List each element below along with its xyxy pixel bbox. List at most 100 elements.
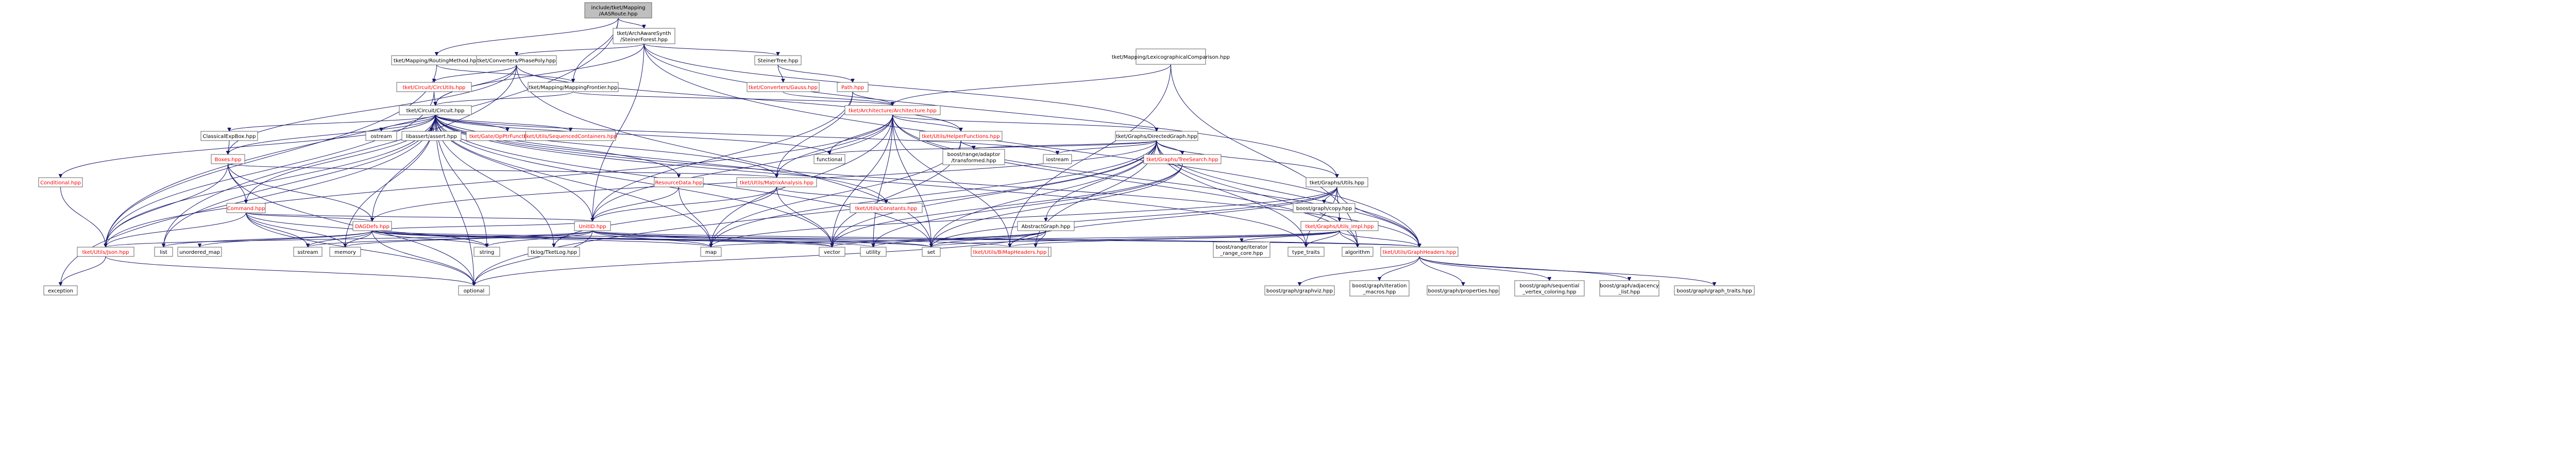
node-label: tket/Utils/BiMapHeaders.hpp bbox=[973, 250, 1047, 255]
node-boxes[interactable]: Boxes.hpp bbox=[211, 154, 245, 164]
edge-graphsutils-to-set bbox=[931, 186, 1337, 247]
node-properties[interactable]: boost/graph/properties.hpp bbox=[1427, 285, 1500, 296]
edge-utilsimpl-to-bitmapheaders bbox=[1010, 230, 1340, 248]
edge-dagdefs-to-graphheaders bbox=[372, 230, 1420, 248]
node-aasteiner[interactable]: tket/ArchAwareSynth/SteinerForest.hpp bbox=[613, 28, 675, 44]
edge-unitid-to-bitmapheaders bbox=[592, 230, 1010, 248]
node-gauss[interactable]: tket/Converters/Gauss.hpp bbox=[747, 82, 820, 92]
edge-mappingfrontier-to-circuit bbox=[435, 91, 573, 106]
edge-unitid-to-set bbox=[592, 230, 931, 248]
node-command[interactable]: Command.hpp bbox=[226, 203, 266, 213]
node-mappingfrontier[interactable]: tket/Mapping/MappingFrontier.hpp bbox=[528, 82, 619, 92]
node-graphheaders[interactable]: tket/Utils/GraphHeaders.hpp bbox=[1380, 247, 1459, 257]
node-set[interactable]: set bbox=[922, 247, 941, 257]
edge-directedgraph-to-iostream bbox=[1058, 140, 1157, 155]
edge-unitid-to-utilsjson bbox=[106, 230, 593, 248]
node-root[interactable]: include/tket/Mapping/AASRoute.hpp bbox=[584, 2, 652, 19]
node-label: set bbox=[927, 250, 935, 255]
edge-graphsutils-to-bitmapheaders bbox=[1010, 186, 1337, 247]
node-label: boost/graph/graph_traits.hpp bbox=[1676, 288, 1752, 294]
node-unorderedmap[interactable]: unordered_map bbox=[177, 247, 222, 257]
node-seqvertex[interactable]: boost/graph/sequential_vertex_coloring.h… bbox=[1514, 280, 1585, 297]
edge-classicalexpbox-to-boxes bbox=[228, 140, 230, 154]
edge-directedgraph-to-vector bbox=[832, 140, 1157, 247]
edge-utilsjson-to-exception bbox=[61, 256, 106, 286]
node-box bbox=[584, 2, 652, 19]
node-exception[interactable]: exception bbox=[43, 285, 78, 296]
edge-architecture-to-bitmapheaders bbox=[892, 114, 1010, 247]
node-typetraits[interactable]: type_traits bbox=[1287, 247, 1325, 257]
node-phasepoly[interactable]: tket/Converters/PhasePoly.hpp bbox=[476, 55, 557, 65]
edge-unitid-to-sstream bbox=[308, 230, 593, 248]
node-circutils[interactable]: tket/Circuit/CircUtils.hpp bbox=[396, 82, 472, 92]
edge-architecture-to-utility bbox=[873, 114, 893, 247]
node-box bbox=[528, 82, 619, 92]
edge-boxes-to-matrixanalysis bbox=[228, 163, 777, 178]
node-ostream[interactable]: ostream bbox=[365, 131, 397, 141]
node-resourcedata[interactable]: ResourceData.hpp bbox=[654, 177, 704, 187]
edge-dagdefs-to-list bbox=[164, 230, 372, 248]
node-rangeiter[interactable]: boost/range/iterator_range_core.hpp bbox=[1213, 241, 1270, 258]
node-circuit[interactable]: tket/Circuit/Circuit.hpp bbox=[399, 105, 472, 115]
node-string[interactable]: string bbox=[473, 247, 500, 257]
node-label: boost/graph/copy.hpp bbox=[1296, 206, 1352, 212]
node-label: tket/Graphs/Utils.hpp bbox=[1310, 180, 1364, 186]
node-classicalexpbox[interactable]: ClassicalExpBox.hpp bbox=[200, 131, 258, 141]
node-utilsconstants[interactable]: tket/Utils/Constants.hpp bbox=[850, 203, 923, 213]
node-dagdefs[interactable]: DAGDefs.hpp bbox=[352, 221, 392, 231]
node-functional[interactable]: functional bbox=[814, 154, 845, 164]
node-utility[interactable]: utility bbox=[860, 247, 887, 257]
node-directedgraph[interactable]: tket/Graphs/DirectedGraph.hpp bbox=[1115, 131, 1198, 141]
node-box bbox=[1043, 154, 1072, 164]
node-label: tket/Gate/OpPtrFunctions.hpp bbox=[469, 134, 546, 140]
node-label: map bbox=[705, 250, 717, 255]
node-label: tket/Mapping/RoutingMethod.hpp bbox=[394, 58, 480, 64]
node-abstractgraph[interactable]: AbstractGraph.hpp bbox=[1017, 221, 1075, 231]
edge-command-to-utilsjson bbox=[106, 212, 246, 248]
edge-abstractgraph-to-utility bbox=[873, 230, 1046, 248]
node-bitmapheaders[interactable]: tket/Utils/BiMapHeaders.hpp bbox=[971, 247, 1049, 257]
edge-unitid-to-vector bbox=[592, 230, 832, 248]
node-architecture[interactable]: tket/Architecture/Architecture.hpp bbox=[844, 105, 941, 115]
node-label: /transformed.hpp bbox=[951, 158, 996, 164]
node-iterationmacros[interactable]: boost/graph/iteration_macros.hpp bbox=[1349, 280, 1410, 297]
node-optional[interactable]: optional bbox=[458, 285, 490, 296]
node-algorithm[interactable]: algorithm bbox=[1342, 247, 1374, 257]
node-conditional[interactable]: Conditional.hpp bbox=[38, 177, 83, 187]
node-treesearch[interactable]: tket/Graphs/TreeSearch.hpp bbox=[1143, 154, 1222, 164]
node-helperfunctions[interactable]: tket/Utils/HelperFunctions.hpp bbox=[919, 131, 1003, 141]
node-unitid[interactable]: UnitID.hpp bbox=[574, 221, 611, 231]
node-tklog[interactable]: tklog/TketLog.hpp bbox=[528, 247, 580, 257]
node-iostream[interactable]: iostream bbox=[1043, 154, 1072, 164]
edge-unitid-to-map bbox=[592, 230, 711, 248]
node-steinertree[interactable]: SteinerTree.hpp bbox=[754, 55, 802, 65]
node-boostgraphcopy[interactable]: boost/graph/copy.hpp bbox=[1293, 203, 1355, 213]
edge-treesearch-to-utility bbox=[873, 163, 1183, 247]
node-sstream[interactable]: sstream bbox=[293, 247, 323, 257]
node-libassert[interactable]: libassert/assert.hpp bbox=[401, 131, 462, 141]
node-lexicographical[interactable]: tket/Mapping/LexicographicalComparison.h… bbox=[1112, 48, 1230, 65]
edge-graphheaders-to-graphviz bbox=[1300, 256, 1420, 286]
node-graphsutils[interactable]: tket/Graphs/Utils.hpp bbox=[1306, 177, 1368, 187]
edge-architecture-to-vector bbox=[832, 114, 893, 247]
node-routingmethod[interactable]: tket/Mapping/RoutingMethod.hpp bbox=[391, 55, 482, 65]
node-list[interactable]: list bbox=[154, 247, 173, 257]
node-memory[interactable]: memory bbox=[329, 247, 361, 257]
edge-circuit-to-ostream bbox=[381, 114, 436, 132]
node-adjacency[interactable]: boost/graph/adjacency_list.hpp bbox=[1599, 280, 1659, 297]
node-box bbox=[528, 247, 580, 257]
node-map[interactable]: map bbox=[700, 247, 722, 257]
node-utilsjson[interactable]: tket/Utils/Json.hpp bbox=[77, 247, 134, 257]
edge-resourcedata-to-unitid bbox=[592, 186, 679, 222]
node-seqcontainers[interactable]: tket/Utils/SequencedContainers.hpp bbox=[524, 131, 617, 141]
node-label: tket/ArchAwareSynth bbox=[617, 31, 671, 37]
node-matrixanalysis[interactable]: tket/Utils/MatrixAnalysis.hpp bbox=[736, 177, 817, 187]
node-label: Command.hpp bbox=[227, 206, 265, 212]
node-graphviz[interactable]: boost/graph/graphviz.hpp bbox=[1264, 285, 1335, 296]
node-graphtraits[interactable]: boost/graph/graph_traits.hpp bbox=[1674, 285, 1755, 296]
node-vector[interactable]: vector bbox=[819, 247, 845, 257]
node-utilsimpl[interactable]: tket/Graphs/Utils_impl.hpp bbox=[1300, 221, 1379, 231]
node-boostrange[interactable]: boost/range/adaptor/transformed.hpp bbox=[942, 149, 1005, 165]
edge-graphheaders-to-adjacency bbox=[1419, 256, 1630, 281]
node-path[interactable]: Path.hpp bbox=[837, 82, 869, 92]
